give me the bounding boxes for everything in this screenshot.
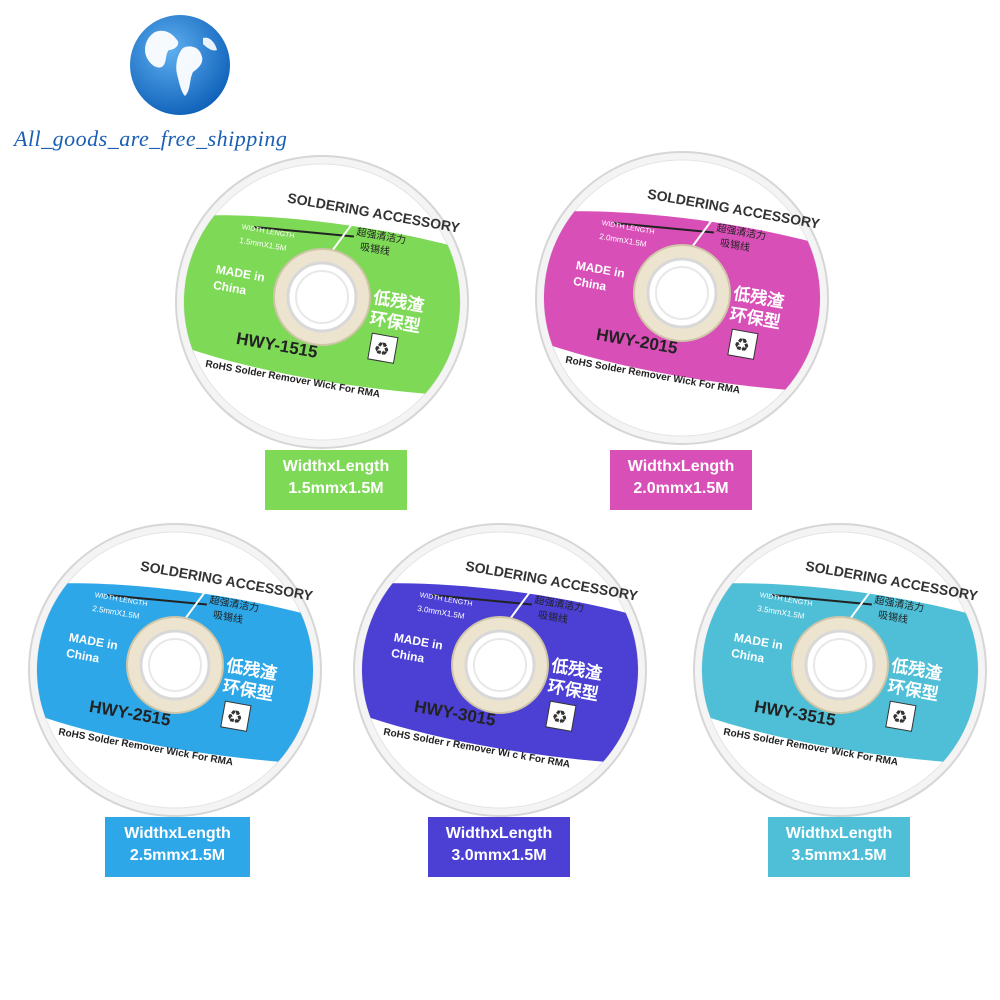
size-caption: WidthxLength 1.5mmx1.5M bbox=[265, 450, 407, 510]
solder-wick-spool: SOLDERING ACCESSORY WIDTH LENGTH 3.0mmX1… bbox=[350, 520, 650, 820]
spool-country: China bbox=[65, 646, 101, 666]
caption-line1: WidthxLength bbox=[124, 825, 231, 842]
spool-country: China bbox=[212, 278, 248, 298]
caption-line2: 3.5mmx1.5M bbox=[791, 847, 887, 864]
spool-graphic: SOLDERING ACCESSORY WIDTH LENGTH 2.0mmX1… bbox=[532, 151, 832, 445]
spool-hole bbox=[804, 629, 876, 701]
spool-country: China bbox=[730, 646, 766, 666]
spool-graphic: SOLDERING ACCESSORY WIDTH LENGTH 3.0mmX1… bbox=[350, 523, 650, 817]
solder-wick-spool: SOLDERING ACCESSORY WIDTH LENGTH 2.5mmX1… bbox=[25, 520, 325, 820]
size-caption: WidthxLength 3.5mmx1.5M bbox=[768, 817, 910, 877]
svg-text:♻: ♻ bbox=[732, 334, 751, 356]
solder-wick-spool: SOLDERING ACCESSORY WIDTH LENGTH 2.0mmX1… bbox=[532, 148, 832, 448]
brand-logo: All_goods_are_free_shipping bbox=[0, 0, 360, 170]
spool-hole bbox=[646, 257, 718, 329]
size-caption: WidthxLength 3.0mmx1.5M bbox=[428, 817, 570, 877]
size-caption: WidthxLength 2.0mmx1.5M bbox=[610, 450, 752, 510]
caption-line1: WidthxLength bbox=[445, 825, 553, 842]
caption-line2: 2.5mmx1.5M bbox=[129, 847, 226, 864]
brand-text: All_goods_are_free_shipping bbox=[14, 126, 288, 151]
spool-graphic: SOLDERING ACCESSORY WIDTH LENGTH 3.5mmX1… bbox=[690, 523, 990, 817]
caption-line1: WidthxLength bbox=[627, 458, 735, 475]
svg-text:♻: ♻ bbox=[890, 706, 909, 728]
caption-line2: 2.0mmx1.5M bbox=[633, 480, 729, 497]
caption-line2: 1.5mmx1.5M bbox=[288, 480, 384, 497]
spool-hole bbox=[464, 629, 536, 701]
spool-graphic: SOLDERING ACCESSORY WIDTH LENGTH 2.5mmX1… bbox=[25, 523, 325, 817]
globe-icon bbox=[130, 15, 230, 115]
recycle-icon: ♻ bbox=[220, 700, 252, 732]
spool-country: China bbox=[390, 646, 426, 666]
solder-wick-spool: SOLDERING ACCESSORY WIDTH LENGTH 3.5mmX1… bbox=[690, 520, 990, 820]
spool-hole bbox=[286, 261, 358, 333]
svg-text:♻: ♻ bbox=[550, 706, 569, 728]
caption-line1: WidthxLength bbox=[785, 825, 893, 842]
spool-graphic: SOLDERING ACCESSORY WIDTH LENGTH 1.5mmX1… bbox=[172, 155, 472, 449]
recycle-icon: ♻ bbox=[885, 700, 917, 732]
solder-wick-spool: SOLDERING ACCESSORY WIDTH LENGTH 1.5mmX1… bbox=[172, 152, 472, 452]
recycle-icon: ♻ bbox=[545, 700, 577, 732]
caption-line2: 3.0mmx1.5M bbox=[451, 847, 547, 864]
caption-line1: WidthxLength bbox=[282, 458, 390, 475]
recycle-icon: ♻ bbox=[727, 328, 759, 360]
svg-text:♻: ♻ bbox=[225, 706, 244, 728]
recycle-icon: ♻ bbox=[367, 332, 399, 364]
size-caption: WidthxLength 2.5mmx1.5M bbox=[105, 817, 250, 877]
svg-text:♻: ♻ bbox=[372, 338, 391, 360]
spool-hole bbox=[139, 629, 211, 701]
spool-country: China bbox=[572, 274, 608, 294]
